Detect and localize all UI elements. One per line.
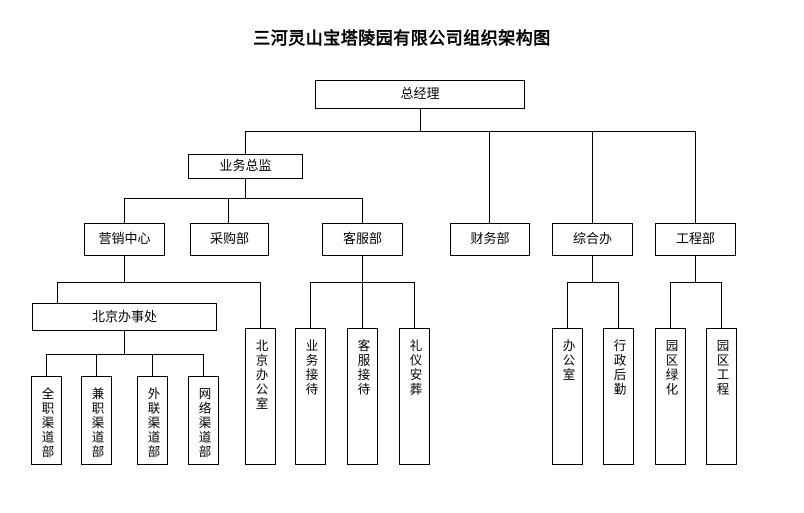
node-finance-dept-label: 财务部 [470,232,510,247]
node-general-affairs-office-label: 综合办 [572,232,612,247]
node-customer-reception[interactable]: 客服接待 [347,328,378,465]
node-admin-logistics-label: 行政后勤 [611,339,627,397]
connector-general-affairs-stem [592,255,593,282]
connector-engineering-bus [670,282,721,283]
connector-director-to-marketing [124,198,125,223]
connector-gm-stem [420,108,421,131]
node-general-affairs-office[interactable]: 综合办 [552,223,633,256]
node-beijing-office-room[interactable]: 北京办公室 [245,328,276,465]
connector-marketing-stem [124,255,125,282]
connector-eng-to-landscaping [670,282,671,328]
connector-director-stem [245,178,246,198]
node-marketing-center[interactable]: 营销中心 [84,223,165,256]
node-liaison-channel-dept-label: 外联渠道部 [145,387,161,460]
node-beijing-office-room-label: 北京办公室 [253,339,269,412]
connector-marketing-bus [57,282,260,283]
node-admin-office-label: 办公室 [560,339,576,383]
connector-marketing-to-beijing-room [260,282,261,328]
connector-branch-to-network [203,354,204,376]
node-purchasing-dept-label: 采购部 [209,232,249,247]
node-business-reception-label: 业务接待 [303,339,319,397]
connector-eng-to-park-engineering [721,282,722,328]
node-customer-service-dept[interactable]: 客服部 [322,223,403,256]
connector-gm-to-engineering [695,131,696,223]
connector-gm-to-director [245,131,246,155]
connector-ga-to-admin-office [567,282,568,328]
connector-beijing-branch-stem [124,330,125,354]
node-customer-service-dept-label: 客服部 [342,232,382,247]
connector-branch-to-parttime [96,354,97,376]
node-admin-logistics[interactable]: 行政后勤 [603,328,634,465]
connector-gm-to-general-affairs [592,131,593,223]
node-beijing-office-branch-label: 北京办事处 [91,309,157,325]
connector-director-to-customer-service [362,198,363,223]
connector-marketing-to-beijing-branch [57,282,58,303]
node-general-manager-label: 总经理 [400,87,440,102]
node-admin-office[interactable]: 办公室 [552,328,583,465]
page-title: 三河灵山宝塔陵园有限公司组织架构图 [253,29,551,49]
connector-cs-to-business-reception [310,282,311,328]
connector-director-to-purchasing [228,198,229,223]
node-ceremony-burial-label: 礼仪安葬 [407,339,423,397]
node-fulltime-channel-dept-label: 全职渠道部 [39,387,55,460]
node-engineering-dept[interactable]: 工程部 [655,223,736,256]
node-customer-reception-label: 客服接待 [355,339,371,397]
node-business-director[interactable]: 业务总监 [188,154,303,179]
connector-director-bus [124,198,362,199]
node-parttime-channel-dept-label: 兼职渠道部 [89,387,105,460]
connector-gm-to-finance [489,131,490,223]
connector-general-affairs-bus [567,282,618,283]
node-park-landscaping[interactable]: 园区绿化 [655,328,686,465]
node-purchasing-dept[interactable]: 采购部 [190,223,269,256]
node-engineering-dept-label: 工程部 [675,232,715,247]
node-parttime-channel-dept[interactable]: 兼职渠道部 [81,376,112,465]
node-marketing-center-label: 营销中心 [98,232,151,247]
node-finance-dept[interactable]: 财务部 [450,223,530,256]
node-fulltime-channel-dept[interactable]: 全职渠道部 [31,376,62,465]
node-park-landscaping-label: 园区绿化 [663,339,679,397]
connector-branch-to-fulltime [46,354,47,376]
connector-ga-to-admin-logistics [618,282,619,328]
node-general-manager[interactable]: 总经理 [315,80,525,109]
node-park-engineering[interactable]: 园区工程 [706,328,737,465]
connector-customer-service-stem [362,255,363,282]
node-ceremony-burial[interactable]: 礼仪安葬 [399,328,430,465]
connector-beijing-branch-bus [46,354,203,355]
node-park-engineering-label: 园区工程 [714,339,730,397]
node-beijing-office-branch[interactable]: 北京办事处 [32,303,217,331]
node-network-channel-dept-label: 网络渠道部 [196,387,212,460]
connector-engineering-stem [695,255,696,282]
connector-cs-to-customer-reception [362,282,363,328]
connector-gm-bus [245,131,695,132]
connector-cs-to-ceremony [414,282,415,328]
node-network-channel-dept[interactable]: 网络渠道部 [188,376,219,465]
node-business-reception[interactable]: 业务接待 [295,328,326,465]
node-liaison-channel-dept[interactable]: 外联渠道部 [137,376,168,465]
connector-branch-to-liaison [152,354,153,376]
node-business-director-label: 业务总监 [219,159,272,174]
